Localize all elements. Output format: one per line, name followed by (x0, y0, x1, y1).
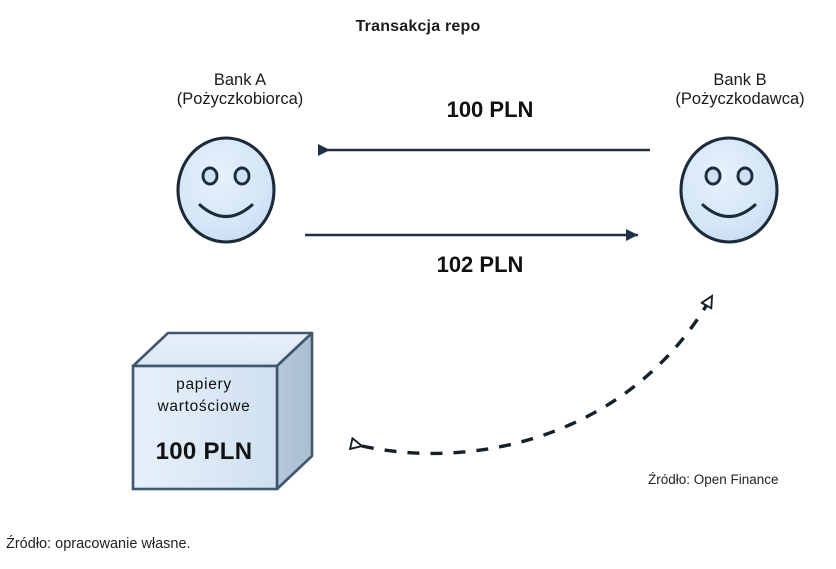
outer-source-note: Źródło: opracowanie własne. (6, 536, 191, 552)
inner-source-note: Źródło: Open Finance (648, 472, 779, 487)
cash-back-amount-label: 102 PLN (436, 252, 524, 277)
bank-b-face-icon (679, 136, 779, 244)
bank-a-face-icon (176, 136, 276, 244)
bank-b-label: Bank B(Pożyczkodawca) (610, 71, 836, 110)
collateral-box-line1: papiery (176, 376, 232, 393)
collateral-box-line2: wartościowe (157, 398, 251, 415)
bank-a-role: (Pożyczkobiorca) (176, 90, 304, 109)
box-front-face (131, 364, 279, 491)
page-title: Transakcja repo (355, 18, 481, 35)
cash-out-amount-label: 100 PLN (446, 97, 534, 122)
collateral-dashed-arrow (362, 296, 714, 456)
bank-a-label: Bank A(Pożyczkobiorca) (110, 71, 370, 110)
bank-b-name: Bank B (713, 71, 767, 89)
collateral-box-amount: 100 PLN (155, 438, 253, 465)
collateral-box-icon (131, 331, 314, 491)
bank-b-role: (Pożyczkodawca) (675, 90, 805, 109)
bank-a-name: Bank A (213, 71, 267, 89)
